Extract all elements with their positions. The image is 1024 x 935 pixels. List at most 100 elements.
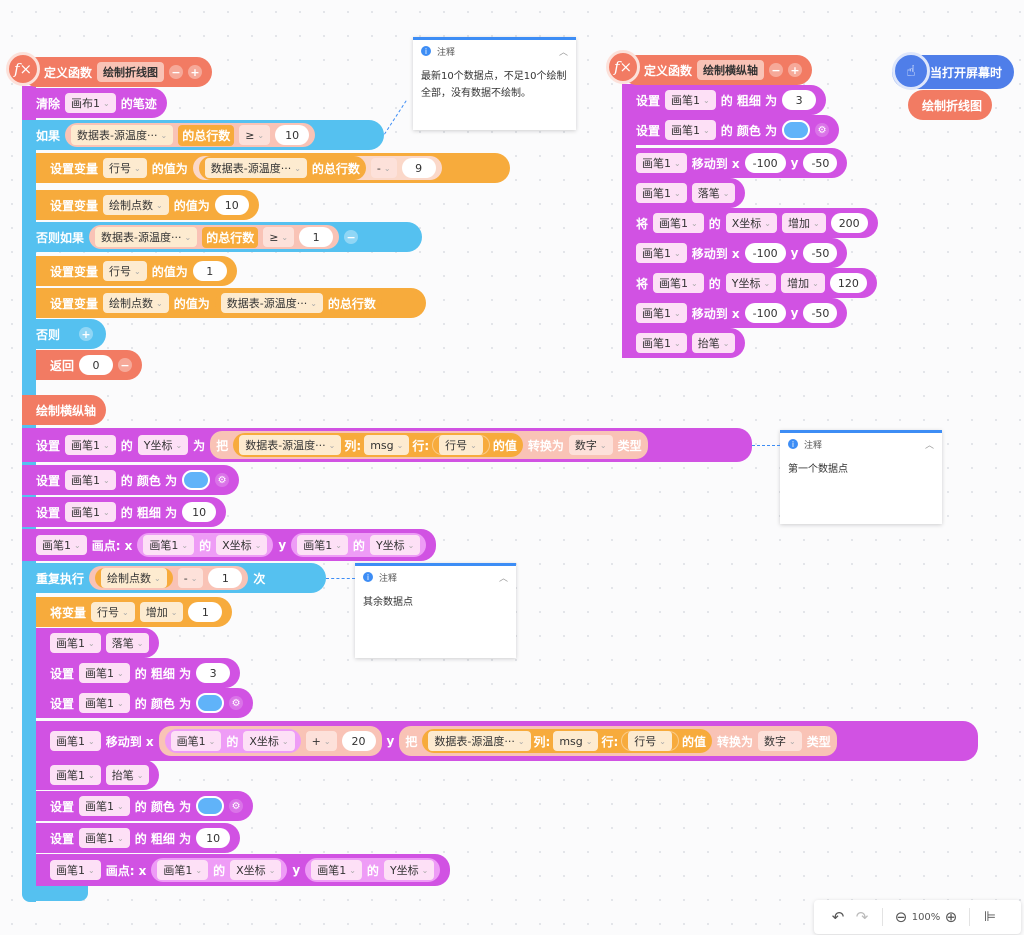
note-text[interactable]: 其余数据点 — [363, 597, 413, 608]
y-value[interactable]: -50 — [803, 303, 838, 323]
call-draw-axes[interactable]: 绘制横纵轴 — [22, 395, 107, 425]
move-to-block[interactable]: 画笔1⌄ 移动到 x 画笔1⌄ 的 X坐标⌄ +⌄ 20 y 把 数据表-源温度… — [36, 721, 978, 761]
pen-dropdown[interactable]: 画笔1⌄ — [653, 273, 704, 293]
set-width-block[interactable]: 设置 画笔1⌄ 的 粗细 为 3 — [36, 658, 241, 688]
else-if-value[interactable]: 1 — [299, 227, 334, 247]
pen-dropdown[interactable]: 画笔1⌄ — [79, 796, 130, 816]
inc-value[interactable]: 120 — [829, 273, 867, 293]
increment-var[interactable]: 将变量 行号⌄ 增加⌄ 1 — [36, 597, 233, 627]
minus-value[interactable]: 9 — [401, 158, 436, 178]
pen-dropdown[interactable]: 画笔1⌄ — [665, 90, 716, 110]
var-dropdown[interactable]: 绘制点数⌄ — [103, 293, 169, 313]
pen-dropdown[interactable]: 画笔1⌄ — [157, 860, 209, 880]
set-draw-count-rows[interactable]: 设置变量 绘制点数⌄ 的值为 数据表-源温度···⌄ 的总行数 — [36, 288, 426, 318]
minus-dropdown[interactable]: -⌄ — [177, 568, 204, 588]
type-dropdown[interactable]: 数字⌄ — [568, 435, 613, 455]
set-width-block[interactable]: 设置 画笔1⌄ 的 粗细 为 10 — [36, 823, 241, 853]
plus-dropdown[interactable]: +⌄ — [305, 731, 337, 751]
var-dropdown[interactable]: 行号⌄ — [91, 602, 135, 622]
draw-dot-block[interactable]: 画笔1⌄ 画点: x 画笔1⌄ 的 X坐标⌄ y 画笔1⌄ 的 Y坐标⌄ — [22, 529, 437, 561]
offset-value[interactable]: 20 — [341, 731, 376, 751]
axes-pen-down[interactable]: 画笔1⌄ 落笔⌄ — [622, 178, 746, 208]
var-dropdown[interactable]: 行号⌄ — [103, 158, 147, 178]
pen-dropdown[interactable]: 画笔1⌄ — [653, 213, 704, 233]
table-dropdown[interactable]: 数据表-源温度···⌄ — [239, 435, 342, 455]
function-name[interactable]: 绘制横纵轴 — [697, 60, 765, 80]
color-settings-icon[interactable]: ⚙ — [215, 473, 230, 487]
color-swatch[interactable] — [182, 470, 211, 490]
redo-icon[interactable]: ↷ — [855, 908, 869, 926]
if-value[interactable]: 10 — [275, 125, 310, 145]
add-branch-icon[interactable]: + — [79, 327, 94, 341]
y-value[interactable]: -50 — [803, 243, 838, 263]
pen-dropdown[interactable]: 画笔1⌄ — [143, 535, 195, 555]
pen-dropdown[interactable]: 画笔1⌄ — [170, 731, 222, 751]
x-value[interactable]: -100 — [744, 303, 786, 323]
axes-set-width[interactable]: 设置 画笔1⌄ 的 粗细 为 3 — [622, 85, 827, 115]
remove-param-icon[interactable]: − — [169, 65, 184, 79]
define-function-draw-line[interactable]: 定义函数 绘制折线图 − + — [22, 57, 213, 87]
if-block[interactable]: 如果 数据表-源温度···⌄ 的总行数 ≥⌄ 10 — [22, 120, 384, 150]
align-icon[interactable]: ⊫ — [983, 909, 997, 925]
add-param-icon[interactable]: + — [188, 65, 203, 79]
note-text[interactable]: 最新10个数据点，不足10个绘制全部，没有数据不绘制。 — [421, 71, 567, 99]
pen-dropdown[interactable]: 画笔1⌄ — [65, 435, 116, 455]
pen-dropdown[interactable]: 画笔1⌄ — [36, 535, 87, 555]
y-value[interactable]: -50 — [803, 153, 838, 173]
xprop-dropdown[interactable]: X坐标⌄ — [230, 860, 282, 880]
action-dropdown[interactable]: 落笔⌄ — [105, 633, 150, 653]
set-y-block[interactable]: 设置 画笔1⌄ 的 Y坐标⌄ 为 把 数据表-源温度···⌄ 列: msg⌄ 行… — [22, 428, 752, 462]
pen-dropdown[interactable]: 画笔1⌄ — [50, 860, 101, 880]
pen-dropdown[interactable]: 画笔1⌄ — [636, 333, 687, 353]
set-color-block[interactable]: 设置 画笔1⌄ 的 颜色 为 ⚙ — [22, 465, 240, 495]
table-dropdown[interactable]: 数据表-源温度···⌄ — [428, 731, 531, 751]
clear-block[interactable]: 清除 画布1⌄ 的笔迹 — [22, 88, 167, 118]
zoom-in-icon[interactable]: ⊕ — [944, 908, 958, 926]
yprop-dropdown[interactable]: Y坐标⌄ — [383, 860, 435, 880]
color-settings-icon[interactable]: ⚙ — [229, 799, 244, 813]
pen-dropdown[interactable]: 画笔1⌄ — [297, 535, 348, 555]
prop-dropdown[interactable]: Y坐标⌄ — [137, 435, 189, 455]
table-dropdown[interactable]: 数据表-源温度···⌄ — [95, 227, 198, 247]
pen-dropdown[interactable]: 画笔1⌄ — [50, 633, 101, 653]
var-dropdown[interactable]: 绘制点数⌄ — [103, 195, 169, 215]
pen-dropdown[interactable]: 画笔1⌄ — [65, 470, 116, 490]
color-settings-icon[interactable]: ⚙ — [229, 696, 244, 710]
set-color-block[interactable]: 设置 画笔1⌄ 的 颜色 为 ⚙ — [36, 688, 254, 718]
pen-down-block[interactable]: 画笔1⌄ 落笔⌄ — [36, 628, 160, 658]
width-value[interactable]: 3 — [782, 90, 817, 110]
type-dropdown[interactable]: 数字⌄ — [758, 731, 802, 751]
pen-dropdown[interactable]: 画笔1⌄ — [79, 828, 130, 848]
collapse-icon[interactable]: ︿ — [498, 573, 508, 584]
row-var-dropdown[interactable]: 行号⌄ — [628, 731, 672, 751]
axes-increase-x[interactable]: 将 画笔1⌄ 的 X坐标⌄ 增加⌄ 200 — [622, 208, 878, 238]
repeat-block[interactable]: 重复执行 绘制点数⌄ -⌄ 1 次 — [22, 563, 326, 593]
define-function-draw-axes[interactable]: 定义函数 绘制横纵轴 − + — [622, 55, 813, 85]
minus-dropdown[interactable]: -⌄ — [370, 158, 397, 178]
op-dropdown[interactable]: 增加⌄ — [781, 273, 825, 293]
function-name[interactable]: 绘制折线图 — [97, 62, 165, 82]
color-swatch[interactable] — [196, 796, 225, 816]
prop-dropdown[interactable]: X坐标⌄ — [725, 213, 777, 233]
op-dropdown[interactable]: 增加⌄ — [781, 213, 826, 233]
add-param-icon[interactable]: + — [788, 63, 803, 77]
action-dropdown[interactable]: 抬笔⌄ — [691, 333, 736, 353]
width-value[interactable]: 10 — [196, 828, 231, 848]
set-row-one[interactable]: 设置变量 行号⌄ 的值为 1 — [36, 256, 237, 286]
collapse-icon[interactable]: ︿ — [558, 47, 568, 58]
color-swatch[interactable] — [782, 120, 811, 140]
color-swatch[interactable] — [196, 693, 225, 713]
width-value[interactable]: 10 — [182, 502, 217, 522]
axes-set-color[interactable]: 设置 画笔1⌄ 的 颜色 为 ⚙ — [622, 115, 840, 145]
remove-return-icon[interactable]: − — [118, 358, 133, 372]
set-width-block[interactable]: 设置 画笔1⌄ 的 粗细 为 10 — [22, 497, 227, 527]
draw-dot-block[interactable]: 画笔1⌄ 画点: x 画笔1⌄ 的 X坐标⌄ y 画笔1⌄ 的 Y坐标⌄ — [36, 854, 451, 886]
width-value[interactable]: 3 — [196, 663, 231, 683]
prop-dropdown[interactable]: Y坐标⌄ — [725, 273, 777, 293]
inc-value[interactable]: 1 — [188, 602, 223, 622]
table-dropdown[interactable]: 数据表-源温度···⌄ — [204, 158, 307, 178]
yprop-dropdown[interactable]: Y坐标⌄ — [369, 535, 421, 555]
undo-icon[interactable]: ↶ — [831, 908, 845, 926]
